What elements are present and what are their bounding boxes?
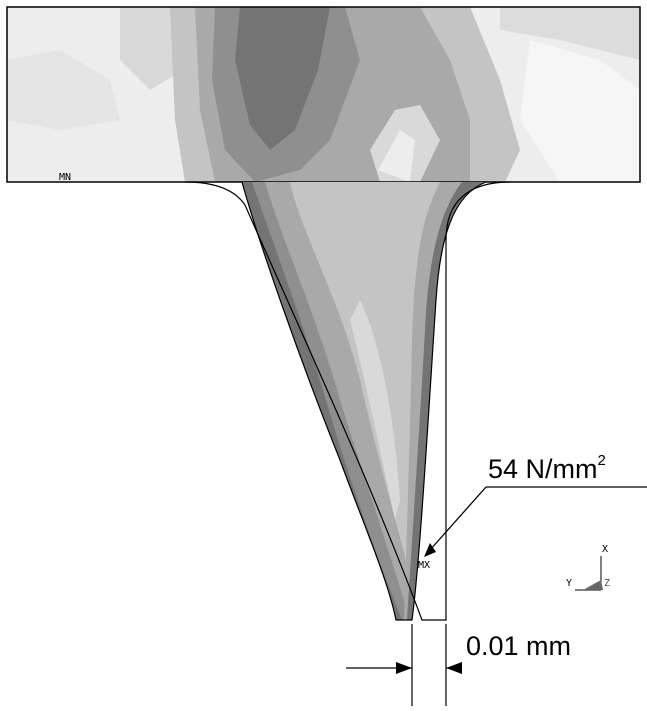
tooth-band-right-outer (404, 182, 486, 620)
triad-z-label: Z (604, 578, 611, 589)
triad-x-label: X (602, 544, 609, 555)
stress-leader-diagonal (429, 486, 487, 551)
tooth-deformed-outline (241, 181, 487, 621)
tooth-band-core (350, 300, 400, 520)
stress-leader-arrowhead (424, 543, 436, 557)
triad-y-label: Y (566, 578, 573, 589)
plate-band-right-top (500, 7, 640, 60)
max-marker: MX (418, 560, 431, 571)
tooth-undeformed-outline (184, 181, 511, 621)
plate-band-far-left (7, 50, 120, 130)
gap-arrowhead-right (446, 662, 462, 674)
plate-band-darkest (235, 7, 330, 150)
plate-band-right (520, 40, 640, 182)
plate-band-lightest-spot (378, 130, 415, 182)
gap-label: 0.01 mm (466, 631, 572, 661)
plate-contours (7, 7, 640, 182)
tooth-band-right-edge (407, 182, 486, 620)
stress-label: 54 N/mm2 (488, 452, 606, 484)
tooth-contours (242, 182, 486, 620)
min-marker: MN (59, 172, 72, 183)
triad-z-axis (583, 580, 603, 590)
tooth-band-left-edge (242, 182, 402, 620)
gap-arrowhead-left (396, 662, 412, 674)
